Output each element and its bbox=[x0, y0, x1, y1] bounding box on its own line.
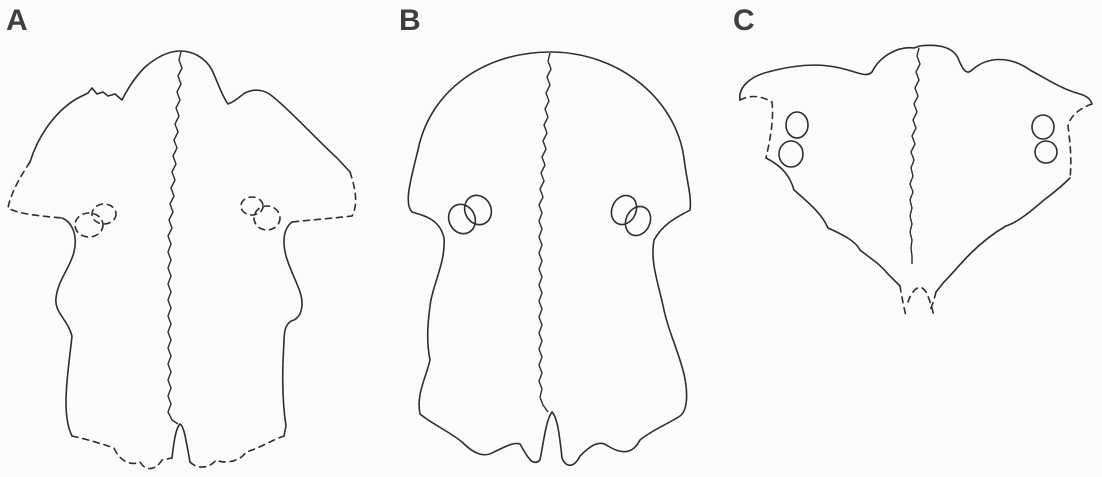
specimen-c-upper-outline bbox=[740, 45, 1092, 104]
specimen-a-median-notch bbox=[172, 424, 190, 462]
specimen-c-right-edge bbox=[1068, 104, 1092, 178]
specimen-b-left-foramen-2 bbox=[460, 191, 496, 229]
specimen-c-bottom-tip bbox=[900, 286, 936, 316]
specimen-c-right-foramen-2 bbox=[1035, 141, 1057, 163]
specimen-c-right-lower-outline bbox=[936, 178, 1070, 292]
specimen-a-upper-outline bbox=[30, 51, 350, 172]
specimen-a-right-lower-outline bbox=[283, 222, 302, 436]
specimen-c-right-foramen-1 bbox=[1032, 115, 1054, 139]
specimen-b-outline bbox=[408, 52, 690, 465]
specimen-b bbox=[408, 52, 690, 465]
specimen-a-right-wing-edge bbox=[292, 172, 356, 222]
specimen-c bbox=[740, 45, 1092, 316]
specimen-c-left-foramen-1 bbox=[786, 112, 808, 138]
specimen-a-right-foramen-1 bbox=[241, 197, 263, 215]
specimen-c-left-foramen-2 bbox=[779, 141, 803, 167]
specimen-a-left-foramen-1 bbox=[75, 213, 103, 237]
specimen-a-midline-suture bbox=[168, 52, 182, 424]
specimen-a-left-bottom-edge bbox=[72, 436, 172, 469]
specimen-a-left-lower-outline bbox=[56, 218, 75, 436]
specimen-b-left-foramen-1 bbox=[444, 200, 480, 238]
specimen-b-midline-suture bbox=[539, 53, 551, 412]
specimen-b-right-foramen-2 bbox=[621, 202, 655, 239]
specimen-a-right-bottom-edge bbox=[190, 436, 284, 467]
specimen-c-left-edge bbox=[740, 97, 773, 159]
specimen-b-right-foramen-1 bbox=[607, 191, 641, 228]
specimen-c-midline-suture bbox=[910, 48, 920, 264]
specimen-a-right-foramen-2 bbox=[254, 206, 280, 230]
specimen-a bbox=[8, 51, 356, 469]
specimen-a-left-wing-edge bbox=[8, 162, 62, 218]
specimen-c-left-lower-outline bbox=[766, 158, 900, 286]
